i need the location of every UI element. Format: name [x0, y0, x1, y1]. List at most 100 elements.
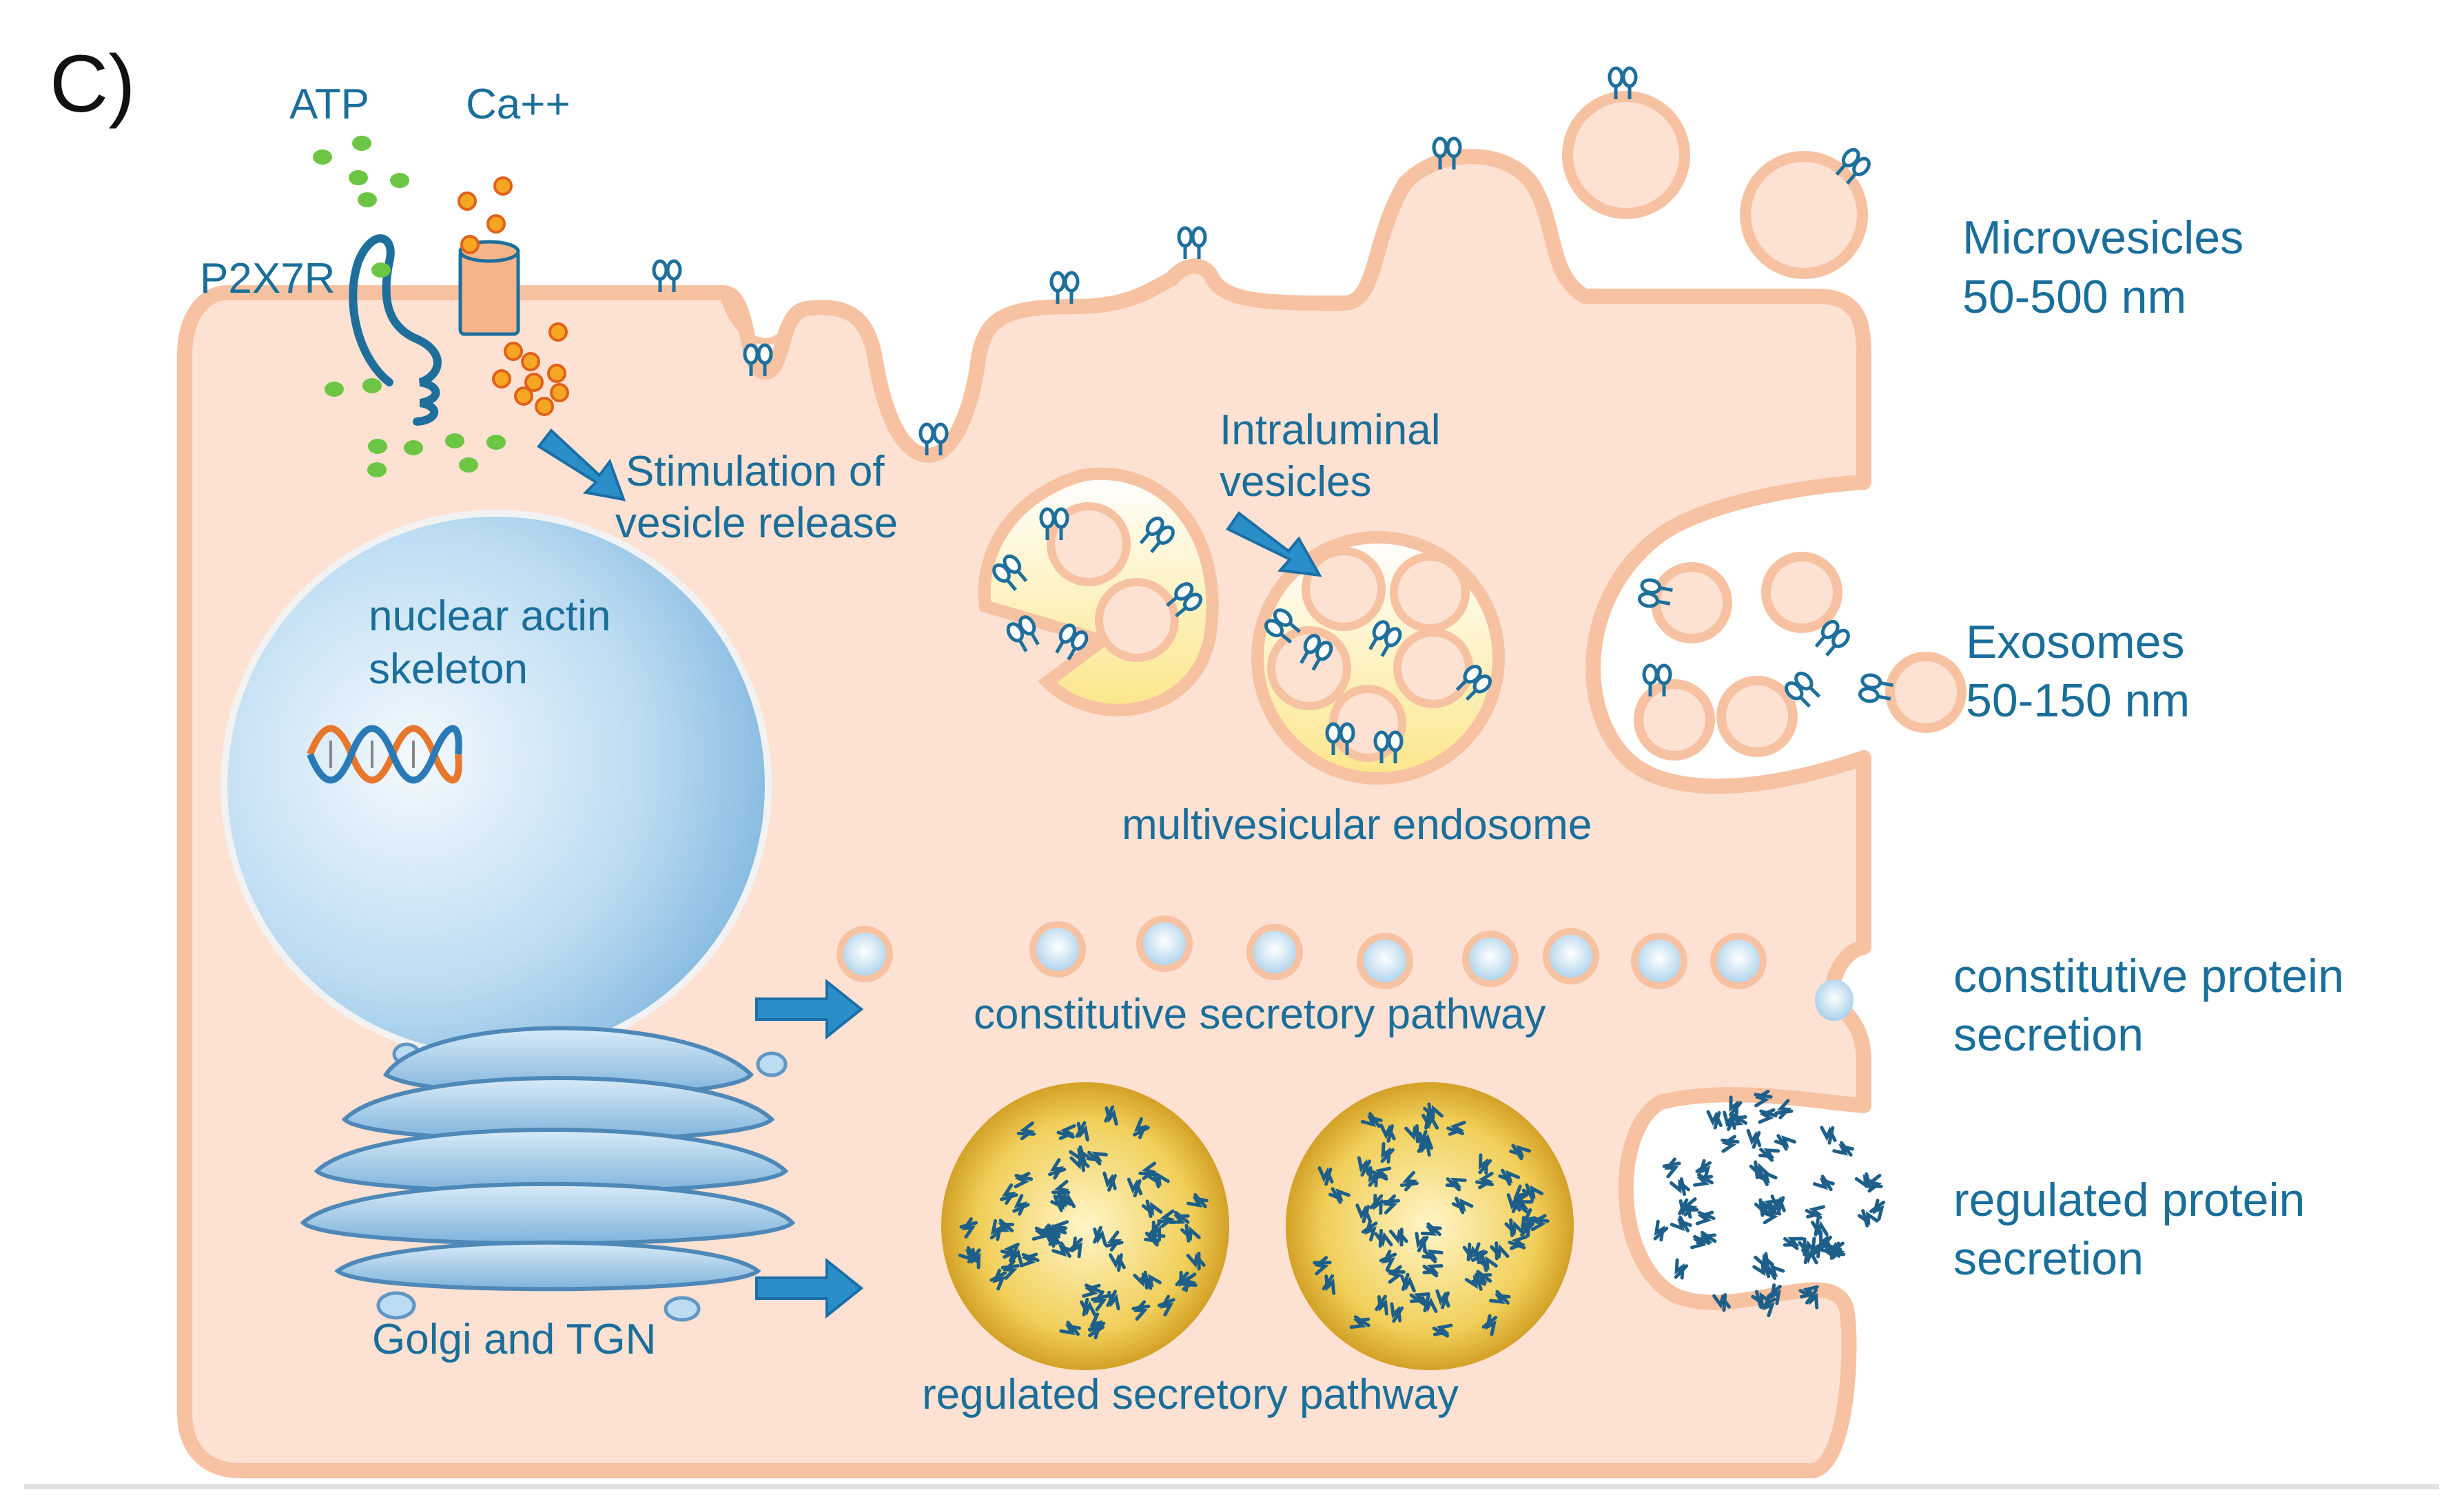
exosome [1885, 652, 1967, 733]
receptor-pair-icon [1814, 619, 1850, 656]
receptor-pair-icon [1264, 608, 1301, 644]
protein-cargo-mark [1000, 1183, 1018, 1205]
protein-cargo-mark [1186, 1252, 1206, 1271]
protein-cargo-mark [1127, 1177, 1143, 1198]
receptor-pair-icon [1166, 582, 1203, 618]
protein-cargo-mark [1051, 1179, 1071, 1199]
protein-cargo-mark [1869, 1199, 1886, 1221]
protein-cargo-mark [1752, 1259, 1774, 1279]
protein-cargo-mark [1508, 1234, 1528, 1250]
protein-cargo-mark [1774, 1134, 1796, 1151]
protein-cargo-mark [1388, 1228, 1408, 1247]
protein-cargo-mark [1051, 1241, 1074, 1259]
protein-cargo-mark [989, 1268, 1007, 1291]
protein-cargo-mark [1864, 1173, 1883, 1193]
protein-cargo-mark [1088, 1317, 1105, 1340]
exosome [1634, 679, 1715, 761]
protein-cargo-mark [1313, 1256, 1332, 1276]
protein-cargo-mark [1481, 1314, 1498, 1336]
protein-cargo-mark [1422, 1264, 1444, 1278]
protein-cargo-mark [1421, 1294, 1438, 1313]
protein-cargo-mark [1370, 1166, 1392, 1181]
golgi-label: Golgi and TGN [372, 1316, 656, 1363]
receptor-pair-icon [918, 422, 949, 455]
protein-cargo-mark [1349, 1315, 1370, 1329]
receptor-pair-icon [1177, 226, 1207, 259]
protein-cargo-mark [1048, 1158, 1067, 1180]
protein-cargo-mark [1132, 1117, 1150, 1139]
constitutive-arrow [755, 978, 864, 1040]
protein-cargo-mark [1810, 1237, 1825, 1259]
protein-cargo-mark [1108, 1253, 1126, 1272]
protein-cargo-mark [1148, 1170, 1170, 1189]
exosome [1716, 676, 1798, 757]
receptor-pair-icon [1785, 672, 1821, 708]
protein-cargo-mark [1721, 1135, 1740, 1153]
protein-cargo-mark [1086, 1150, 1108, 1166]
protein-cargo-mark [1106, 1290, 1120, 1311]
protein-cargo-mark [1678, 1198, 1692, 1219]
protein-cargo-mark [1825, 1239, 1841, 1260]
p2x7r-receptor-icon [349, 234, 442, 426]
protein-cargo-mark [1180, 1223, 1201, 1243]
protein-cargo-mark [1019, 1252, 1040, 1268]
exosomes-label: Exosomes [1966, 616, 2184, 668]
mve-label: multivesicular endosome [1122, 801, 1592, 849]
protein-cargo-mark [1774, 1099, 1794, 1119]
protein-cargo-mark [1375, 1294, 1388, 1316]
protein-cargo-mark [1723, 1110, 1737, 1131]
protein-cargo-mark [1653, 1219, 1669, 1242]
exosomes-size-label: 50-150 nm [1966, 674, 2190, 727]
protein-cargo-mark [1381, 1194, 1401, 1214]
regulated-pathway-label: regulated secretory pathway [922, 1371, 1459, 1418]
protein-cargo-mark [1445, 1177, 1467, 1192]
protein-cargo-mark [1399, 1170, 1419, 1192]
protein-cargo-mark [959, 1217, 978, 1239]
receptor-pair-icon [1049, 271, 1080, 304]
protein-cargo-mark [1695, 1159, 1712, 1181]
protein-cargo-mark [1857, 1209, 1879, 1228]
receptor-pair-icon [1373, 730, 1404, 763]
receptor-pair-icon [1039, 507, 1069, 540]
protein-cargo-mark [1798, 1285, 1819, 1300]
secretory-granule [933, 1074, 1238, 1378]
protein-cargo-mark [1509, 1144, 1532, 1161]
stimulation-arrow [537, 428, 626, 501]
protein-cargo-mark [1811, 1217, 1829, 1237]
protein-cargo-mark [1758, 1108, 1778, 1124]
intraluminal-label: vesicles [1220, 458, 1372, 506]
protein-cargo-mark [1423, 1102, 1444, 1121]
protein-cargo-mark [1093, 1225, 1107, 1246]
receptor-pair-icon [1858, 673, 1893, 703]
protein-cargo-mark [1693, 1172, 1714, 1187]
protein-cargo-mark [1766, 1283, 1782, 1305]
exosome [1761, 552, 1842, 633]
constitutive-vesicles [836, 916, 1854, 1021]
protein-cargo-mark [1157, 1294, 1175, 1317]
protein-cargo-mark [1758, 1148, 1780, 1162]
constitutive-secretion-label: secretion [1953, 1009, 2144, 1061]
protein-cargo-mark [1148, 1220, 1162, 1242]
microvesicles-label: Microvesicles [1962, 211, 2244, 264]
protein-cargo-mark [1169, 1210, 1190, 1224]
protein-cargo-mark [1187, 1193, 1209, 1208]
protein-cargo-mark [1140, 1272, 1162, 1290]
protein-cargo-mark [1420, 1222, 1442, 1237]
protein-cargo-mark [1014, 1171, 1034, 1189]
protein-cargo-mark [1415, 1232, 1429, 1252]
protein-cargo-mark [1031, 1226, 1052, 1241]
protein-cargo-mark [1690, 1234, 1711, 1250]
calcium-label: Ca++ [466, 81, 571, 128]
intraluminal-arrow [1226, 511, 1322, 577]
protein-cargo-mark [1317, 1166, 1334, 1186]
protein-cargo-mark [1520, 1216, 1535, 1238]
stimulation-label: Stimulation of [626, 448, 885, 495]
receptor-pair-icon [1325, 722, 1355, 755]
protein-cargo-mark [1357, 1156, 1372, 1177]
receptor-pair-icon [1455, 665, 1492, 701]
protein-cargo-mark [1380, 1142, 1395, 1164]
constitutive-secretion-label: constitutive protein [1953, 950, 2344, 1002]
receptor-pair-icon [1637, 578, 1673, 608]
protein-cargo-mark [1530, 1214, 1550, 1232]
protein-cargo-mark [1754, 1089, 1773, 1108]
